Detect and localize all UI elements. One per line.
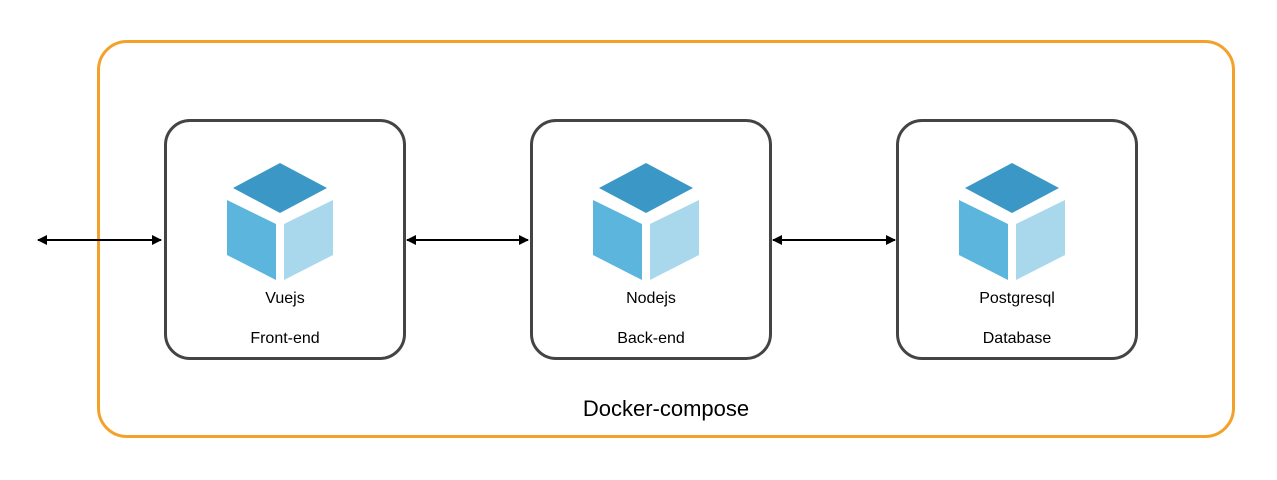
cube-left-face xyxy=(593,200,642,280)
service-box-frontend: Vuejs Front-end xyxy=(164,119,406,360)
service-box-backend: Nodejs Back-end xyxy=(530,119,772,360)
cube-top-face xyxy=(965,163,1059,213)
cube-left-face xyxy=(959,200,1008,280)
cube-icon xyxy=(959,163,1065,280)
cube-right-face xyxy=(650,200,699,280)
service-role: Database xyxy=(982,330,1052,347)
service-role: Front-end xyxy=(250,330,320,347)
service-name: Nodejs xyxy=(626,290,676,307)
docker-compose-label: Docker-compose xyxy=(582,396,750,421)
service-name: Postgresql xyxy=(979,290,1055,307)
cube-icon xyxy=(593,163,699,280)
cube-icon xyxy=(227,163,333,280)
service-box-database: Postgresql Database xyxy=(896,119,1138,360)
cube-top-face xyxy=(599,163,693,213)
cube-top-face xyxy=(233,163,327,213)
service-role: Back-end xyxy=(617,330,685,347)
service-name: Vuejs xyxy=(265,290,305,307)
cube-right-face xyxy=(1016,200,1065,280)
cube-right-face xyxy=(284,200,333,280)
cube-left-face xyxy=(227,200,276,280)
